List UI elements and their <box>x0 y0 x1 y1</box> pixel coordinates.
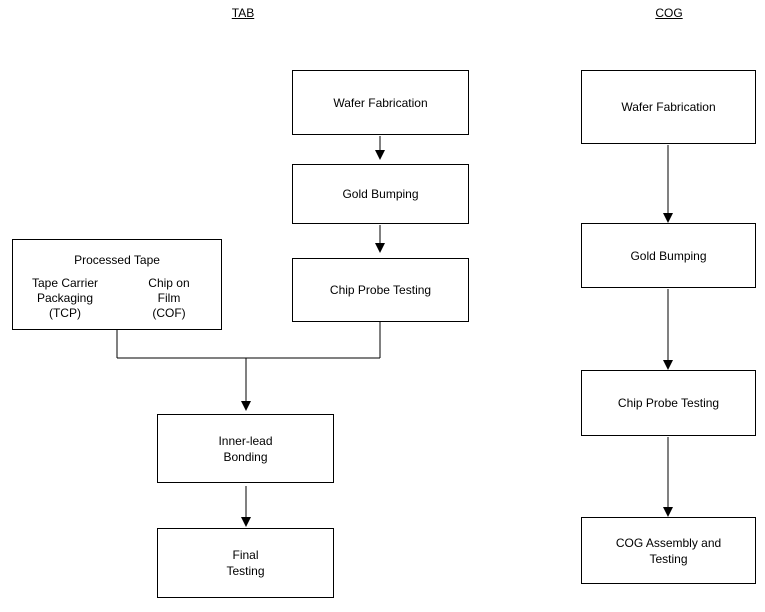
processed-tape-title: Processed Tape <box>74 253 160 267</box>
node-tab-processed-tape[interactable]: Processed Tape Tape Carrier Packaging (T… <box>12 239 222 330</box>
node-label: Chip Probe Testing <box>617 396 720 410</box>
processed-tape-right-label: Chip on Film (COF) <box>148 276 190 320</box>
processed-tape-left-label: Tape Carrier Packaging (TCP) <box>31 276 98 320</box>
node-cog-assembly-and-testing[interactable]: COG Assembly and Testing <box>581 517 756 584</box>
node-label: Wafer Fabrication <box>621 100 716 114</box>
column-title-tab: TAB <box>231 6 255 20</box>
node-label: Final Testing <box>226 548 265 578</box>
node-tab-chip-probe-testing[interactable]: Chip Probe Testing <box>292 258 469 322</box>
node-cog-wafer-fabrication[interactable]: Wafer Fabrication <box>581 70 756 144</box>
node-tab-final-testing[interactable]: Final Testing <box>157 528 334 598</box>
column-title-cog: COG <box>655 6 683 20</box>
node-label: Inner-lead Bonding <box>218 433 273 464</box>
node-cog-chip-probe-testing[interactable]: Chip Probe Testing <box>581 370 756 436</box>
node-tab-gold-bumping[interactable]: Gold Bumping <box>292 164 469 224</box>
node-label: Gold Bumping <box>630 248 707 263</box>
node-label: Wafer Fabrication <box>333 95 428 110</box>
node-tab-wafer-fabrication[interactable]: Wafer Fabrication <box>292 70 469 135</box>
node-tab-inner-lead-bonding[interactable]: Inner-lead Bonding <box>157 414 334 483</box>
node-cog-gold-bumping[interactable]: Gold Bumping <box>581 223 756 288</box>
node-label: COG Assembly and Testing <box>615 535 722 566</box>
node-label: Gold Bumping <box>342 187 419 201</box>
node-label: Chip Probe Testing <box>329 283 432 297</box>
